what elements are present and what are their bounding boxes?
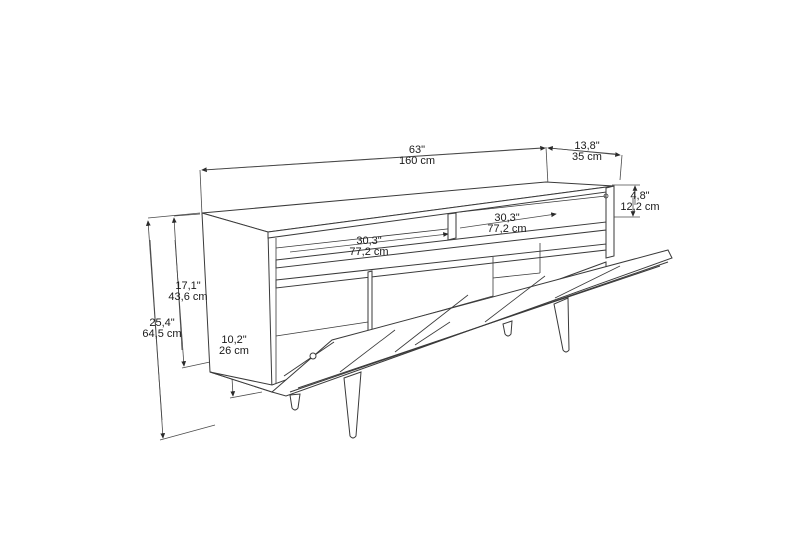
leg-back-left bbox=[289, 393, 301, 411]
body-height-label: 17,1" 43,6 cm bbox=[168, 280, 208, 303]
shelf-right-dimension-line bbox=[459, 212, 557, 229]
inner-height-label: 10,2" 26 cm bbox=[219, 334, 249, 357]
width-label: 63" 160 cm bbox=[398, 144, 436, 167]
body-height-dimension-line bbox=[171, 213, 211, 369]
leg-back-right bbox=[502, 320, 513, 337]
depth-dimension-line bbox=[547, 146, 623, 181]
top-gap-label: 4,8" 12,2 cm bbox=[620, 190, 660, 213]
shelf-left-dimension-line bbox=[289, 232, 449, 253]
leg-front-right bbox=[553, 297, 570, 353]
total-height-label: 25,4" 64,5 cm bbox=[142, 317, 182, 340]
cabinet-body bbox=[201, 181, 615, 393]
width-dimension-line bbox=[199, 145, 549, 216]
drop-down-door bbox=[270, 249, 673, 397]
total-height-dimension-line bbox=[145, 212, 216, 441]
top-gap-dimension-line bbox=[612, 184, 640, 218]
legs bbox=[289, 297, 570, 439]
leg-front-left bbox=[343, 371, 362, 439]
shelf-left-label: 30,3" 77,2 cm bbox=[349, 235, 389, 258]
depth-label: 13,8" 35 cm bbox=[572, 140, 602, 163]
shelf-right-label: 30,3" 77,2 cm bbox=[487, 212, 527, 235]
